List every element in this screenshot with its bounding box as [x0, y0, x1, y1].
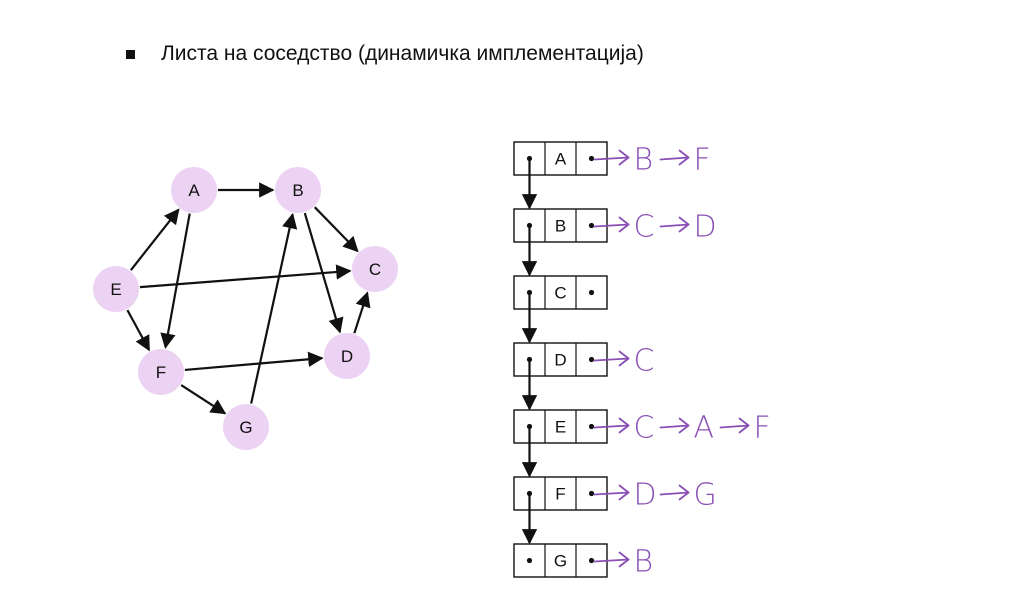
- neighbor-label: D: [634, 478, 657, 513]
- node-circle: [171, 167, 217, 213]
- list-row-c: C: [513, 275, 608, 344]
- node-g: G: [223, 404, 269, 450]
- edge-e-c: [139, 264, 352, 289]
- next-pointer-dot: [526, 557, 533, 564]
- neighbor-label: F: [694, 143, 711, 178]
- node-label: C: [369, 260, 381, 279]
- edges-pointer-dot: [588, 155, 595, 162]
- edges-pointer-dot: [588, 356, 595, 363]
- neighbor-label: C: [634, 210, 655, 245]
- neighbor-label: B: [634, 143, 654, 178]
- node-circle: [352, 246, 398, 292]
- handwritten-arrowhead: [618, 149, 630, 166]
- edge-d-c: [353, 291, 371, 334]
- handwritten-arrow: [659, 491, 690, 496]
- edge-e-f: [126, 309, 151, 352]
- handwritten-arrow: [659, 156, 690, 161]
- node-label: A: [188, 181, 200, 200]
- list-row-b: B C D: [513, 208, 717, 277]
- edges-pointer-dot: [588, 423, 595, 430]
- handwritten-arrow: [593, 223, 630, 228]
- neighbor-label: G: [694, 478, 717, 513]
- handwritten-arrowhead: [618, 551, 630, 568]
- handwritten-arrowhead: [618, 216, 630, 233]
- edges-pointer-dot: [588, 222, 595, 229]
- edge-f-d: [184, 351, 324, 372]
- edges-pointer-dot: [588, 289, 595, 296]
- vertex-label: G: [554, 552, 567, 571]
- handwritten-arrow: [593, 558, 630, 563]
- handwritten-arrow: [593, 156, 630, 161]
- vertex-label: A: [555, 150, 567, 169]
- neighbor-label: D: [694, 210, 717, 245]
- handwritten-arrow: [659, 424, 690, 429]
- edges-pointer-dot: [588, 490, 595, 497]
- node-d: D: [324, 333, 370, 379]
- neighbor-label: C: [634, 344, 655, 379]
- edge-a-f: [160, 213, 191, 349]
- neighbor-label: F: [754, 411, 771, 446]
- vertex-label: E: [555, 418, 566, 437]
- edge-g-b: [250, 212, 298, 404]
- handwritten-arrowhead: [678, 484, 690, 501]
- node-label: E: [110, 280, 121, 299]
- node-circle: [223, 404, 269, 450]
- handwritten-arrowhead: [618, 484, 630, 501]
- node-circle: [93, 266, 139, 312]
- title-row: Листа на соседство (динамичка имплемента…: [126, 42, 644, 66]
- handwritten-arrow: [719, 424, 750, 429]
- handwritten-arrow: [659, 223, 690, 228]
- node-f: F: [138, 349, 184, 395]
- neighbor-label: A: [694, 411, 715, 446]
- edge-f-g: [180, 384, 227, 415]
- edges-pointer-dot: [588, 557, 595, 564]
- vertex-label: F: [555, 485, 565, 504]
- vertex-label: D: [554, 351, 566, 370]
- node-circle: [138, 349, 184, 395]
- bullet-square-icon: [126, 49, 135, 59]
- neighbor-label: C: [634, 411, 655, 446]
- handwritten-arrow: [593, 357, 630, 362]
- node-label: G: [239, 418, 252, 437]
- slide-title: Листа на соседство (динамичка имплемента…: [161, 42, 644, 65]
- handwritten-arrowhead: [618, 417, 630, 434]
- node-b: B: [275, 167, 321, 213]
- handwritten-arrowhead: [738, 417, 750, 434]
- node-label: F: [156, 363, 166, 382]
- edge-b-c: [313, 206, 359, 253]
- handwritten-arrowhead: [678, 216, 690, 233]
- vertex-label: B: [555, 217, 566, 236]
- handwritten-arrowhead: [678, 149, 690, 166]
- neighbor-label: B: [634, 545, 654, 580]
- handwritten-arrowhead: [618, 350, 630, 367]
- node-a: A: [171, 167, 217, 213]
- handwritten-arrow: [593, 491, 630, 496]
- handwritten-arrowhead: [678, 417, 690, 434]
- node-circle: [324, 333, 370, 379]
- edge-e-a: [129, 208, 180, 271]
- node-c: C: [352, 246, 398, 292]
- node-label: D: [341, 347, 353, 366]
- handwritten-arrow: [593, 424, 630, 429]
- node-e: E: [93, 266, 139, 312]
- node-label: B: [292, 181, 303, 200]
- node-circle: [275, 167, 321, 213]
- directed-graph: A B C D E F G: [93, 167, 398, 450]
- vertex-label: C: [554, 284, 566, 303]
